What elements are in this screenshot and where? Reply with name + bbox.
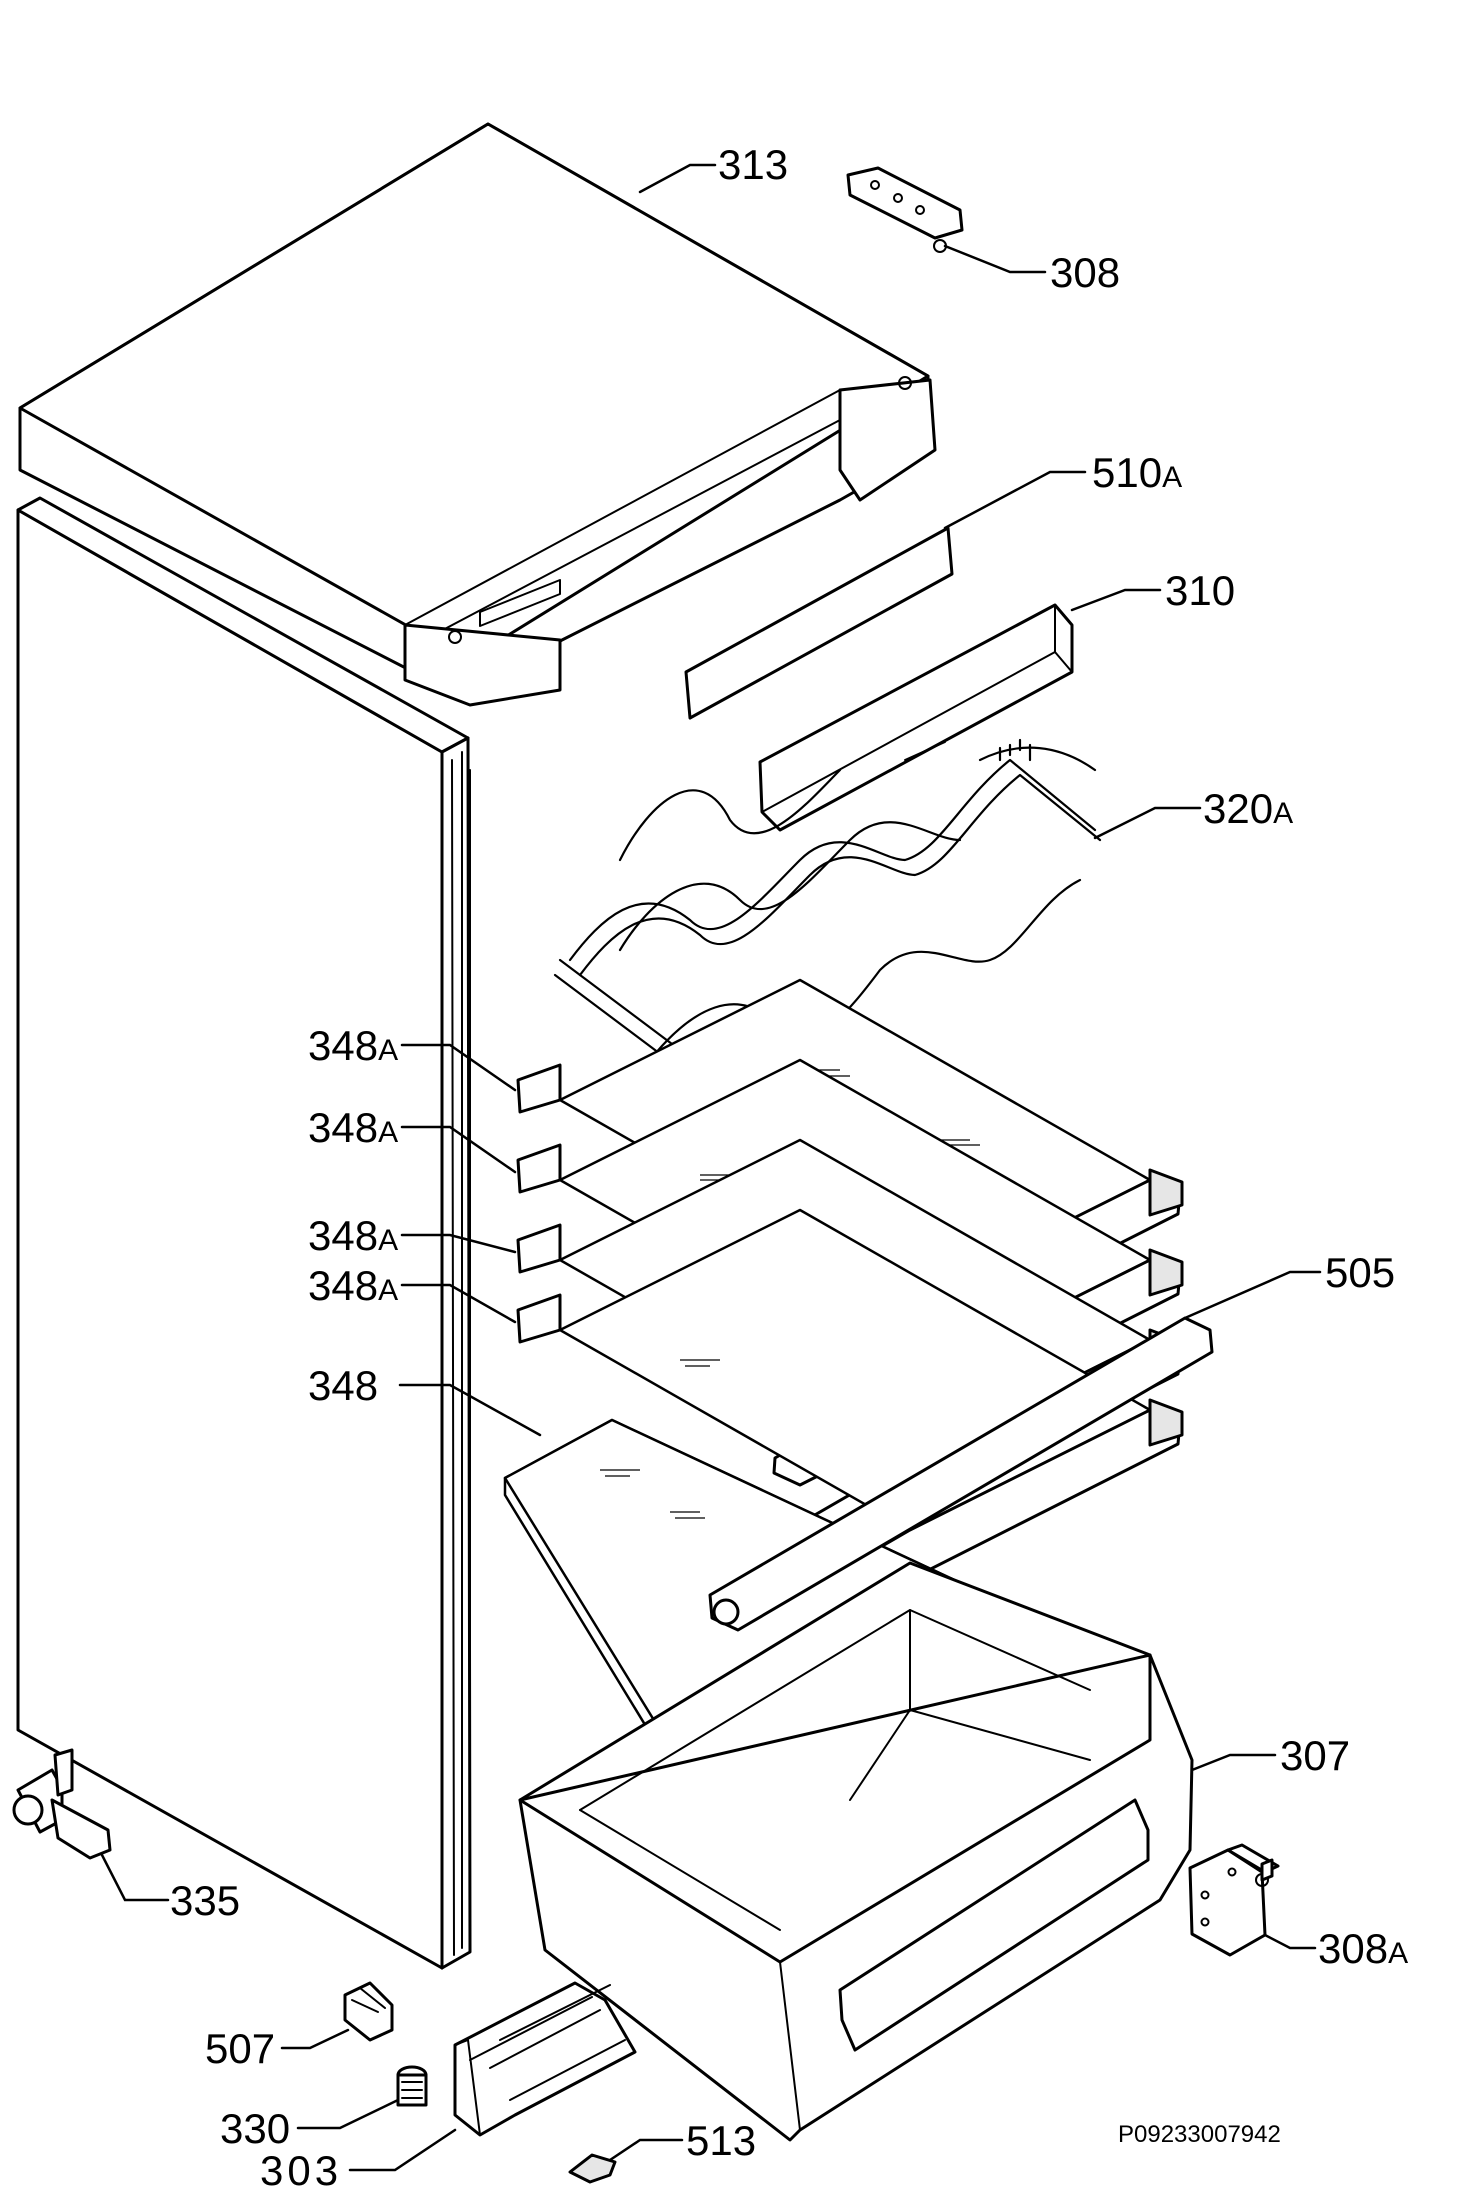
label-348a-3: 348A [308,1212,398,1259]
part-510a-strip [684,526,954,720]
label-507: 507 [205,2025,275,2072]
part-330-screw [396,2065,428,2107]
part-307-drawer [518,1561,1194,2142]
label-307: 307 [1280,1732,1350,1779]
part-513-pad [568,2153,617,2184]
label-320a: 320A [1203,785,1293,832]
label-335: 335 [170,1877,240,1924]
part-308-top-hinge [846,166,964,253]
label-348a-2: 348A [308,1104,398,1151]
part-303-kickplate [453,1981,637,2137]
label-308: 308 [1050,249,1120,296]
label-510a: 510A [1092,449,1182,496]
label-348a-1: 348A [308,1022,398,1069]
part-310-handle [758,603,1074,832]
part-labels: 313 308 510A 310 320A 348A 348A 348A 348… [170,141,1408,2194]
label-308a: 308A [1318,1925,1408,1972]
label-348: 348 [308,1362,378,1409]
drawing-code: P09233007942 [1118,2121,1281,2148]
label-505: 505 [1325,1249,1395,1296]
label-348a-4: 348A [308,1262,398,1309]
label-313: 313 [718,141,788,188]
part-507-clip [343,1981,394,2042]
label-303: 303 [260,2147,342,2194]
part-335-foot-hinge [12,1748,112,1860]
part-313-top-cover [18,122,937,707]
part-308a-hinge [1188,1843,1280,1957]
leader-lines [100,163,1322,2172]
label-310: 310 [1165,567,1235,614]
label-513: 513 [686,2117,756,2164]
cabinet-body [16,496,472,1970]
label-330: 330 [220,2105,290,2152]
